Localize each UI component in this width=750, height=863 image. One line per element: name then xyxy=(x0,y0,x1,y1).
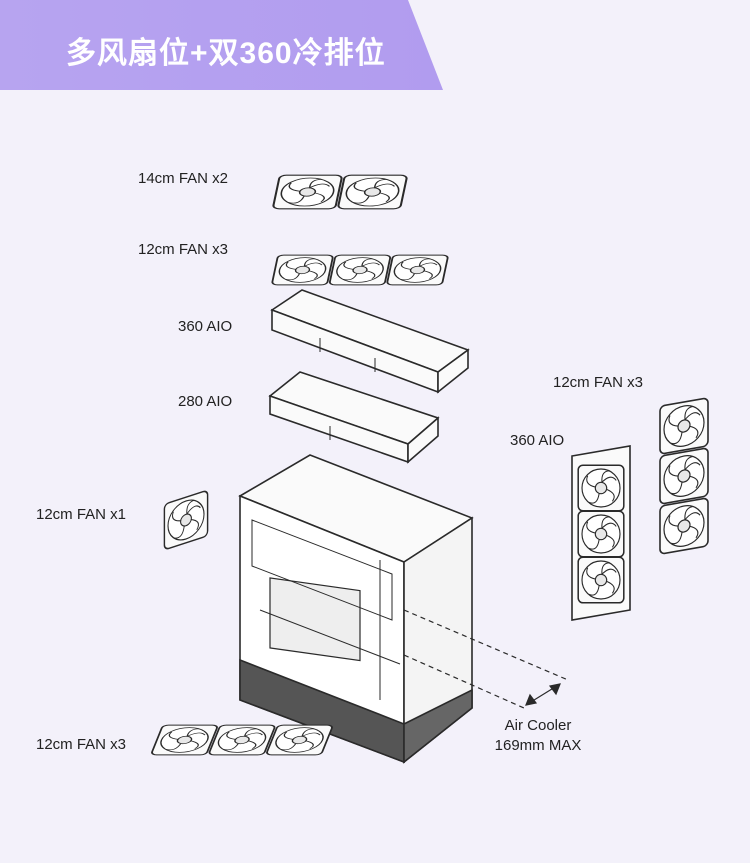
label-360-aio-top: 360 AIO xyxy=(178,318,233,335)
fan-14cm-x2 xyxy=(271,174,409,210)
pc-case xyxy=(238,454,474,764)
label-air-cooler: Air Cooler 169mm MAX xyxy=(488,716,588,756)
label-280-aio: 280 AIO xyxy=(178,393,233,410)
label-12cm-fan-x3-top: 12cm FAN x3 xyxy=(138,241,229,258)
fan-icon xyxy=(577,556,625,604)
radiator-280 xyxy=(268,371,440,464)
fan-icon xyxy=(385,254,450,286)
radiator-360-top xyxy=(270,289,470,394)
fan-icon xyxy=(270,254,335,286)
label-12cm-fan-x3-side: 12cm FAN x3 xyxy=(553,374,644,391)
label-12cm-fan-x1: 12cm FAN x1 xyxy=(36,506,127,523)
fan-icon xyxy=(659,496,709,556)
label-air-cooler-line1: Air Cooler xyxy=(504,717,572,734)
air-cooler-clearance xyxy=(403,609,569,709)
title-banner xyxy=(0,0,443,90)
label-360-aio-side: 360 AIO xyxy=(510,432,565,449)
label-12cm-fan-x3-bottom: 12cm FAN x3 xyxy=(36,736,127,753)
fan-icon xyxy=(149,724,220,756)
fan-icon xyxy=(659,396,709,456)
fan-icon xyxy=(264,724,335,756)
fan-icon xyxy=(577,464,625,512)
fan-12cm-x1 xyxy=(163,489,209,551)
banner-title: 多风扇位+双360冷排位 xyxy=(66,37,386,70)
fan-12cm-x3-top xyxy=(270,254,450,286)
label-14cm-fan-x2: 14cm FAN x2 xyxy=(138,170,229,187)
fan-icon xyxy=(577,510,625,558)
fan-icon xyxy=(336,174,409,210)
fan-icon xyxy=(328,254,392,286)
fan-icon xyxy=(659,446,709,506)
radiator-360-side xyxy=(571,445,631,621)
fan-12cm-x3-side xyxy=(659,396,709,556)
label-air-cooler-line2: 169mm MAX xyxy=(494,737,582,754)
fan-12cm-x3-bottom xyxy=(149,724,335,756)
fan-icon xyxy=(207,724,277,756)
fan-icon xyxy=(163,489,209,551)
fan-icon xyxy=(271,174,344,210)
